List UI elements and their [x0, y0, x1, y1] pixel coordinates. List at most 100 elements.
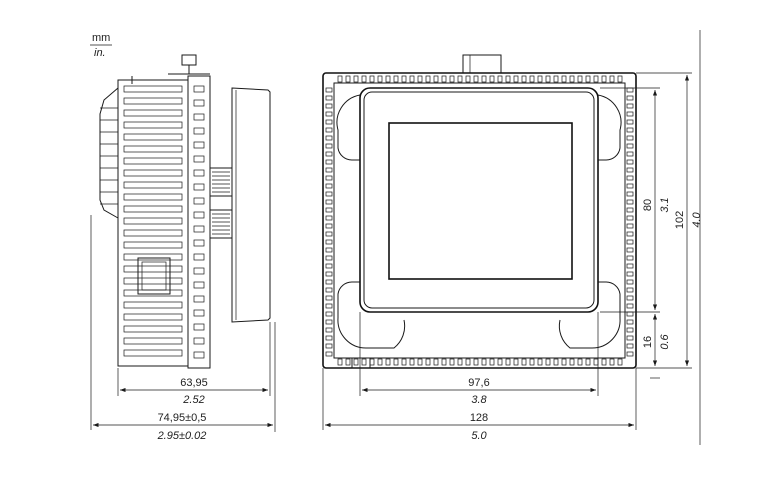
- vent-tick: [626, 343, 634, 349]
- vent-tick: [529, 75, 535, 83]
- vent-tick: [325, 279, 333, 285]
- vent-tick: [553, 358, 559, 366]
- dim-total-width-in: 5.0: [471, 430, 487, 442]
- vent-tick: [325, 191, 333, 197]
- front-top-connector: [462, 54, 502, 74]
- vent-tick: [325, 199, 333, 205]
- vent-tick: [617, 75, 623, 83]
- vent-tick: [626, 263, 634, 269]
- unit-legend: mm in.: [90, 32, 112, 59]
- side-fin: [123, 265, 183, 273]
- vent-tick: [473, 75, 479, 83]
- vent-tick: [369, 75, 375, 83]
- side-fin: [123, 325, 183, 333]
- vent-tick: [626, 279, 634, 285]
- vent-tick: [553, 75, 559, 83]
- vent-tick: [325, 95, 333, 101]
- vent-tick: [325, 287, 333, 293]
- dim-screen-width-in: 3.8: [471, 394, 487, 406]
- vent-tick: [585, 75, 591, 83]
- vent-tick: [609, 358, 615, 366]
- vent-tick: [593, 75, 599, 83]
- vent-tick: [609, 75, 615, 83]
- vent-tick: [337, 75, 343, 83]
- vent-tick: [325, 215, 333, 221]
- bezel-slot: [193, 281, 205, 289]
- side-fin: [123, 253, 183, 261]
- vent-tick: [585, 358, 591, 366]
- bezel-slot: [193, 337, 205, 345]
- side-fin: [123, 169, 183, 177]
- bezel-slot: [193, 169, 205, 177]
- vent-tick: [377, 75, 383, 83]
- vent-tick: [417, 358, 423, 366]
- vent-tick: [393, 358, 399, 366]
- unit-mm: mm: [92, 32, 110, 44]
- side-fin: [123, 301, 183, 309]
- vent-tick: [626, 223, 634, 229]
- vent-tick: [593, 358, 599, 366]
- vent-tick: [325, 223, 333, 229]
- vent-tick: [521, 358, 527, 366]
- dim-side-total-in: 2.95±0.02: [157, 430, 207, 442]
- front-bezel: [359, 87, 599, 313]
- vent-tick: [626, 103, 634, 109]
- vent-tick: [325, 271, 333, 277]
- vent-tick: [325, 231, 333, 237]
- vent-tick: [537, 358, 543, 366]
- vent-tick: [325, 247, 333, 253]
- side-fin: [123, 217, 183, 225]
- vent-tick: [369, 358, 375, 366]
- vent-tick: [626, 87, 634, 93]
- side-fin: [123, 97, 183, 105]
- vent-tick: [377, 358, 383, 366]
- vent-tick: [561, 358, 567, 366]
- vent-tick: [626, 351, 634, 357]
- vent-tick: [325, 351, 333, 357]
- front-inner-frame: [333, 82, 626, 359]
- vent-tick: [545, 358, 551, 366]
- vent-tick: [489, 358, 495, 366]
- vent-tick: [626, 119, 634, 125]
- vent-tick: [489, 75, 495, 83]
- bezel-slot: [193, 211, 205, 219]
- vent-tick: [409, 358, 415, 366]
- lobe-bottom-left: [337, 281, 406, 349]
- vent-tick: [325, 327, 333, 333]
- vent-tick: [626, 111, 634, 117]
- front-view: 97,6 3.8 128 5.0 80 3.1 102 4.0 16 0.6: [322, 30, 703, 445]
- bezel-slot: [193, 351, 205, 359]
- side-fin: [123, 157, 183, 165]
- vent-tick: [537, 75, 543, 83]
- side-fin: [123, 193, 183, 201]
- bezel-slot: [193, 85, 205, 93]
- vent-tick: [626, 271, 634, 277]
- vent-tick: [425, 75, 431, 83]
- vent-tick: [345, 75, 351, 83]
- vent-tick: [626, 95, 634, 101]
- vent-tick: [345, 358, 351, 366]
- vent-tick: [325, 143, 333, 149]
- vent-tick: [325, 175, 333, 181]
- dim-bottom-offset-in: 0.6: [659, 333, 671, 349]
- vent-tick: [353, 75, 359, 83]
- side-fin: [123, 145, 183, 153]
- vent-tick: [545, 75, 551, 83]
- vent-tick: [325, 255, 333, 261]
- vent-tick: [325, 159, 333, 165]
- vent-tick: [325, 303, 333, 309]
- side-fin: [123, 337, 183, 345]
- vent-tick: [561, 75, 567, 83]
- vent-tick: [325, 239, 333, 245]
- vent-tick: [626, 335, 634, 341]
- dim-side-depth-mm: 63,95: [180, 377, 208, 389]
- vent-tick: [473, 358, 479, 366]
- vent-tick: [325, 151, 333, 157]
- side-rear-fins: [100, 107, 118, 205]
- vent-tick: [497, 358, 503, 366]
- vent-tick: [626, 319, 634, 325]
- side-fin: [123, 289, 183, 297]
- vent-tick: [569, 358, 575, 366]
- vent-tick: [521, 75, 527, 83]
- vent-tick: [626, 127, 634, 133]
